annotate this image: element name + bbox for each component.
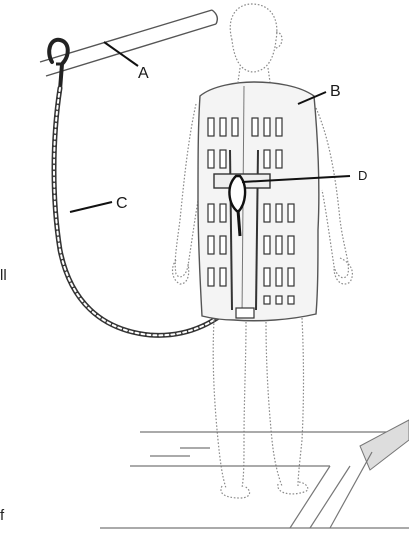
label-a: A: [138, 65, 149, 82]
anchor-hook-icon: [49, 40, 68, 90]
harness-vest-icon: [198, 82, 319, 321]
label-d: D: [358, 168, 367, 183]
floor-platform: [100, 420, 409, 528]
margin-fragment-left-mid: ll: [0, 267, 7, 284]
leader-line-a: [104, 42, 138, 66]
leader-line-c: [70, 202, 112, 212]
label-b: B: [330, 83, 341, 100]
margin-fragment-left-bottom: f: [0, 507, 5, 524]
label-c: C: [116, 195, 128, 212]
